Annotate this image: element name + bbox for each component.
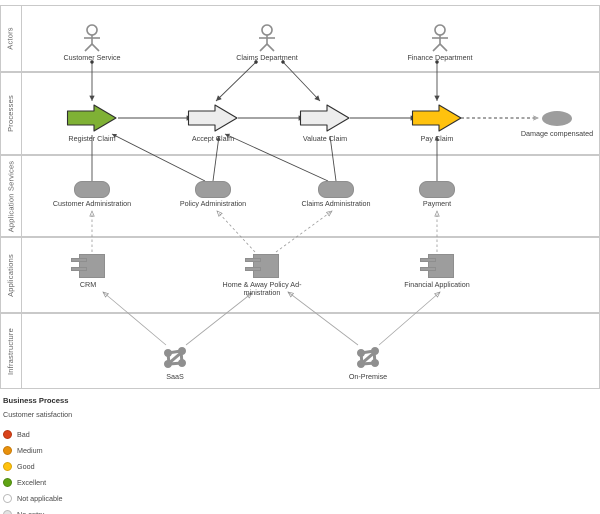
legend-swatch-not-applicable [3,493,12,503]
app-service-label: Claims Administration [301,199,371,208]
actor-icon [202,22,332,52]
component-icon [197,253,327,279]
actor-label: Finance Department [407,53,473,62]
process-label: Accept Claim [191,134,235,143]
application-home-away-policy-administration[interactable]: Home & Away Policy Ad- ministration [197,253,327,298]
infrastructure-label: On-Premise [348,372,388,381]
lane-title-applications: Applications [6,253,15,297]
legend-swatch-good [3,461,12,471]
legend-swatch-excellent [3,477,12,487]
process-valuate-claim[interactable]: Valuate Claim [260,103,390,143]
infrastructure-saas[interactable]: SaaS [110,345,240,381]
actor-finance-department[interactable]: Finance Department [375,22,505,62]
process-label: Valuate Claim [302,134,348,143]
lane-title-application-services: Application Services [6,160,16,232]
actor-customer-service[interactable]: Customer Service [27,22,157,62]
process-label: Register Claim [68,134,116,143]
application-label: Financial Application [404,280,470,289]
lane-label-infrastructure: Infrastructure [0,314,22,388]
lane-label-processes: Processes [0,73,22,154]
process-arrow-icon [372,103,502,133]
network-node-icon [110,345,240,371]
frame-left-border [0,5,1,389]
app-service-claims-administration[interactable]: Claims Administration [271,180,401,208]
app-service-policy-administration[interactable]: Policy Administration [148,180,278,208]
infrastructure-label: SaaS [166,372,184,381]
legend-label: Medium [17,445,43,455]
actor-icon [27,22,157,52]
legend-label: Good [17,461,35,471]
legend-item-bad[interactable]: Bad [3,426,563,442]
legend-swatch-medium [3,445,12,455]
lane-infrastructure: Infrastructure [0,313,600,389]
legend-label: Not applicable [17,493,63,503]
application-label: CRM [79,280,97,289]
app-service-label: Customer Administration [52,199,132,208]
lane-label-actors: Actors [0,6,22,71]
lane-title-actors: Actors [6,27,15,50]
legend-subtitle: Customer satisfaction [3,410,73,419]
legend-swatch-bad [3,429,12,439]
service-icon [27,180,157,198]
application-label: Home & Away Policy Ad- ministration [222,280,302,298]
actor-icon [375,22,505,52]
legend: Business Process Customer satisfaction B… [3,396,563,514]
lane-title-processes: Processes [6,95,16,132]
process-arrow-icon [148,103,278,133]
legend-title: Business Process [3,396,69,405]
outcome-damage-compensated[interactable]: Damage compensated [492,108,600,138]
actor-claims-department[interactable]: Claims Department [202,22,332,62]
legend-item-medium[interactable]: Medium [3,442,563,458]
legend-item-excellent[interactable]: Excellent [3,474,563,490]
network-node-icon [303,345,433,371]
legend-item-good[interactable]: Good [3,458,563,474]
process-arrow-icon [260,103,390,133]
legend-label: No entry [17,509,45,514]
app-service-payment[interactable]: Payment [372,180,502,208]
outcome-ellipse-icon [492,108,600,128]
actor-label: Customer Service [63,53,121,62]
process-register-claim[interactable]: Register Claim [27,103,157,143]
component-icon [372,253,502,279]
process-accept-claim[interactable]: Accept Claim [148,103,278,143]
app-service-label: Payment [422,199,452,208]
app-service-customer-administration[interactable]: Customer Administration [27,180,157,208]
actor-label: Claims Department [236,53,298,62]
process-pay-claim[interactable]: Pay Claim [372,103,502,143]
application-financial-application[interactable]: Financial Application [372,253,502,289]
legend-item-not-applicable[interactable]: Not applicable [3,490,563,506]
service-icon [271,180,401,198]
infrastructure-on-premise[interactable]: On-Premise [303,345,433,381]
legend-item-no-entry[interactable]: No entry [3,506,563,514]
service-icon [148,180,278,198]
legend-swatch-no-entry [3,509,12,514]
process-label: Pay Claim [420,134,454,143]
lane-title-infrastructure: Infrastructure [6,327,16,375]
service-icon [372,180,502,198]
lane-label-application-services: Application Services [0,156,22,236]
legend-label: Excellent [17,477,47,487]
application-crm[interactable]: CRM [23,253,153,289]
component-icon [23,253,153,279]
lane-label-applications: Applications [0,238,22,312]
process-arrow-icon [27,103,157,133]
app-service-label: Policy Administration [179,199,247,208]
outcome-label: Damage compensated [520,129,594,138]
legend-label: Bad [17,429,30,439]
